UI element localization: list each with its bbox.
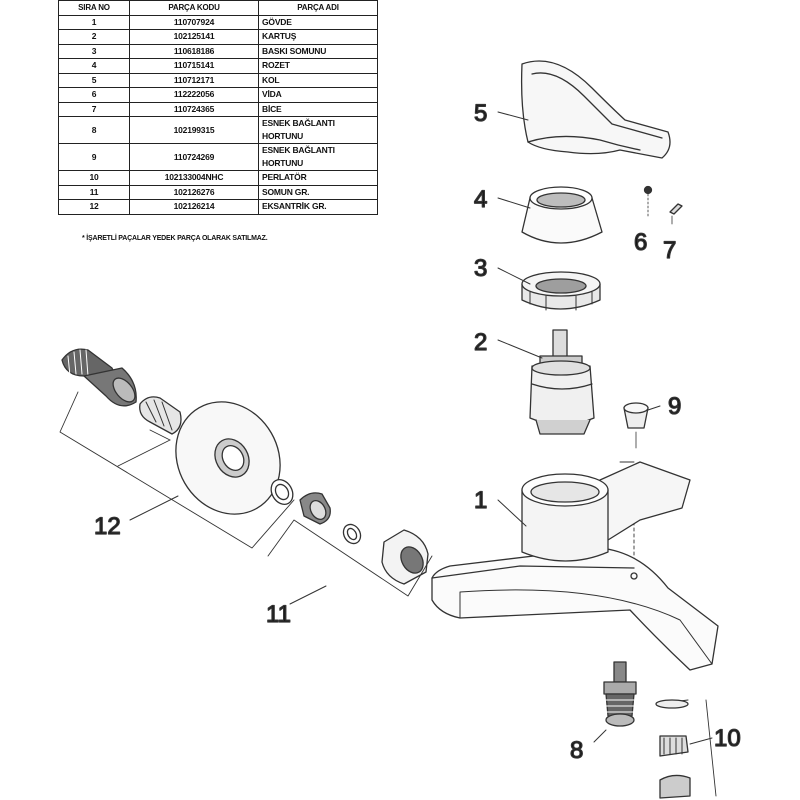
cell-parca-kodu: 102199315: [129, 116, 259, 144]
cell-parca-adi: SOMUN GR.: [258, 184, 378, 200]
cell-sira-no: 8: [58, 116, 130, 144]
callout-1: 1: [474, 487, 487, 514]
part-4-rosette: [521, 186, 603, 244]
callout-6: 6: [634, 229, 647, 256]
callout-12: 12: [94, 513, 121, 540]
part-8-hose-fitting: [603, 661, 637, 727]
part-1-body: [431, 461, 719, 671]
part-7-cap: [669, 203, 683, 225]
callout-5: 5: [474, 100, 487, 127]
cell-parca-adi: ESNEK BAĞLANTI HORTUNU: [258, 116, 378, 144]
callout-11: 11: [266, 601, 291, 628]
callout-9: 9: [668, 393, 681, 420]
cell-parca-adi: PERLATÖR: [258, 170, 378, 186]
part-9-plug: [623, 402, 649, 449]
table-header-row: SIRA NO PARÇA KODU PARÇA ADI: [58, 0, 378, 16]
callout-3: 3: [474, 255, 487, 282]
part-6-screw: [643, 185, 653, 219]
callout-2: 2: [474, 329, 487, 356]
part-12-eccentric: [59, 348, 295, 549]
cell-parca-adi: ESNEK BAĞLANTI HORTUNU: [258, 143, 378, 171]
header-parca-adi: PARÇA ADI: [258, 0, 378, 16]
callout-4: 4: [474, 186, 487, 213]
part-2-cartridge: [529, 329, 595, 435]
part-10-aerator: [655, 699, 717, 799]
cell-parca-kodu: 110724269: [129, 143, 259, 171]
part-11-nut: [267, 492, 433, 597]
table-note: * İŞARETLİ PAÇALAR YEDEK PARÇA OLARAK SA…: [82, 235, 268, 242]
callout-7: 7: [663, 237, 676, 264]
header-parca-kodu: PARÇA KODU: [129, 0, 259, 16]
cell-parca-adi: EKSANTRİK GR.: [258, 199, 378, 215]
leader-lines: [129, 111, 713, 745]
part-5-lever: [520, 60, 671, 159]
header-sira-no: SIRA NO: [58, 0, 130, 16]
callout-8: 8: [570, 737, 583, 764]
callout-10: 10: [714, 725, 741, 752]
part-3-pressure-nut: [521, 271, 601, 311]
